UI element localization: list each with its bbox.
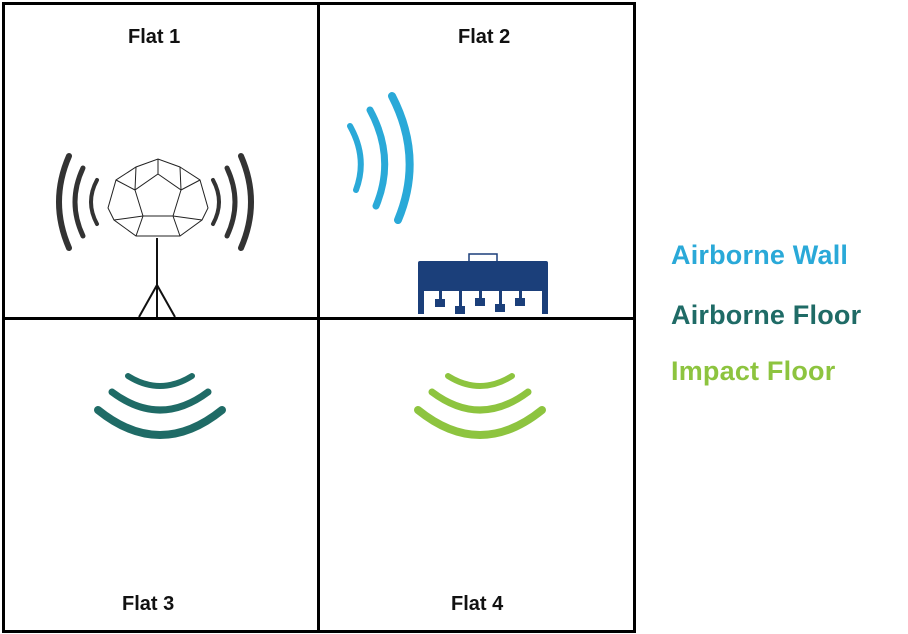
dodecahedron-speaker-icon	[56, 153, 254, 318]
impact-floor-wave-icon	[414, 373, 546, 439]
airborne-floor-wave-icon	[94, 373, 226, 439]
legend-airborne-wall: Airborne Wall	[671, 240, 849, 270]
legend-airborne-floor: Airborne Floor	[671, 300, 862, 330]
room-flat-4	[317, 317, 636, 633]
flat-2-label: Flat 2	[458, 26, 511, 48]
legend-impact-floor: Impact Floor	[671, 356, 836, 386]
flat-1-label: Flat 1	[128, 26, 181, 48]
airborne-wall-wave-icon	[347, 92, 414, 224]
flat-4-label: Flat 4	[451, 593, 504, 615]
tapping-machine-icon	[418, 253, 548, 314]
flat-3-label: Flat 3	[122, 593, 175, 615]
